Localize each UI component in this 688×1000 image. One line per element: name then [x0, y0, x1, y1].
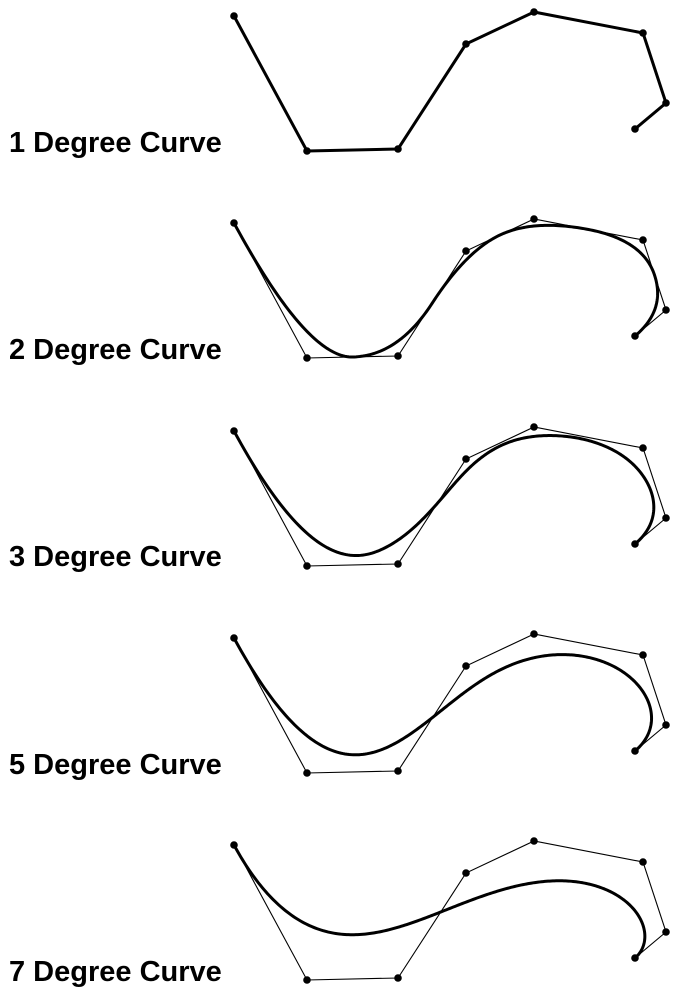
curve-label: 2 Degree Curve [9, 334, 222, 366]
control-point [662, 928, 670, 936]
curve-label: 7 Degree Curve [9, 956, 222, 988]
panel-degree-3: 3 Degree Curve [9, 423, 670, 573]
control-point [462, 247, 470, 255]
panel-degree-7: 7 Degree Curve [9, 837, 670, 988]
control-point [530, 8, 538, 16]
curve-label: 3 Degree Curve [9, 541, 222, 573]
curve [232, 843, 647, 960]
control-point [530, 423, 538, 431]
control-point [639, 236, 647, 244]
panel-degree-5: 5 Degree Curve [9, 630, 670, 781]
control-point [303, 976, 311, 984]
control-polygon [233, 840, 667, 981]
control-point [631, 332, 639, 340]
control-point [230, 634, 238, 642]
panel-degree-2: 2 Degree Curve [9, 215, 670, 366]
control-point [639, 444, 647, 452]
control-point [662, 306, 670, 314]
control-point [394, 145, 402, 153]
control-point [394, 352, 402, 360]
control-polygon [233, 426, 667, 567]
control-point [394, 974, 402, 982]
control-point [462, 40, 470, 48]
control-point [639, 858, 647, 866]
control-point [639, 651, 647, 659]
curve [232, 221, 660, 359]
panel-degree-1: 1 Degree Curve [9, 8, 670, 159]
control-point [303, 769, 311, 777]
curve [232, 429, 656, 558]
curve-label: 1 Degree Curve [9, 127, 222, 159]
control-point [230, 427, 238, 435]
control-point [530, 215, 538, 223]
control-point [303, 354, 311, 362]
control-point [462, 455, 470, 463]
control-point [394, 767, 402, 775]
control-point [662, 99, 670, 107]
control-point [303, 147, 311, 155]
control-point [303, 562, 311, 570]
control-point [662, 721, 670, 729]
curve-label: 5 Degree Curve [9, 749, 222, 781]
control-point [631, 125, 639, 133]
curve [232, 10, 668, 153]
control-point [462, 869, 470, 877]
control-point [230, 841, 238, 849]
control-point [530, 837, 538, 845]
control-point [230, 219, 238, 227]
control-point [230, 12, 238, 20]
curve [232, 636, 654, 757]
control-point [631, 747, 639, 755]
control-point [662, 514, 670, 522]
control-polygon [233, 218, 667, 359]
control-point [462, 662, 470, 670]
control-point [631, 954, 639, 962]
control-point [639, 29, 647, 37]
control-point [631, 540, 639, 548]
control-point [394, 560, 402, 568]
control-polygon [233, 633, 667, 774]
control-point [530, 630, 538, 638]
